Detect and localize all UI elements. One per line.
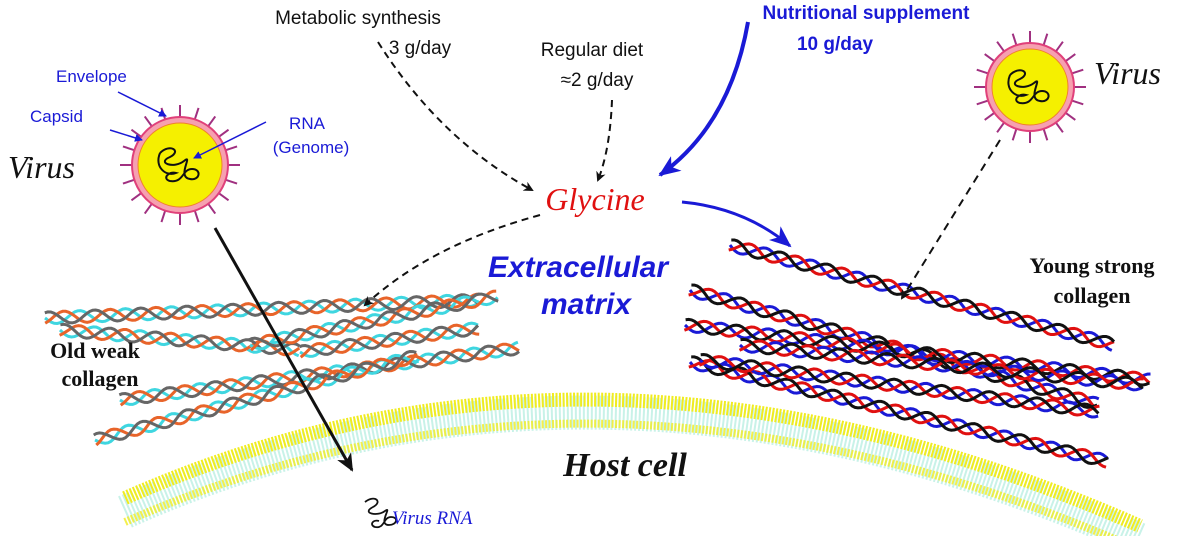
young-strong-collagen-fibers (683, 238, 1151, 469)
spike (122, 178, 135, 185)
old-weak-collagen-fibers (44, 289, 520, 447)
collagen-strand (119, 340, 519, 406)
supplement-amount-label: 10 g/day (797, 34, 873, 55)
spike (225, 145, 238, 152)
virus-left-particle (120, 105, 240, 225)
spike (1055, 122, 1064, 133)
collagen-strand (94, 353, 419, 445)
supplement-arrow (658, 21, 750, 177)
envelope-label: Envelope (56, 67, 127, 86)
collagen-strand (119, 342, 520, 407)
spike (976, 68, 989, 75)
collagen-strand (738, 339, 1144, 390)
host-cell-label: Host cell (562, 447, 687, 484)
metabolic-amount-label: 3 g/day (389, 38, 452, 59)
spike (218, 192, 230, 202)
host-cell-membrane (118, 392, 1147, 536)
spike (1011, 128, 1018, 141)
virus-to-young-arrow (900, 139, 1001, 300)
spike (1055, 41, 1064, 52)
diet-arrow (596, 99, 613, 182)
virus-entry-arrow (213, 227, 354, 472)
spike (160, 210, 167, 223)
metabolic-synthesis-label: Metabolic synthesis (275, 8, 441, 29)
virus-left-label: Virus (8, 149, 75, 185)
virus-right-particle (974, 31, 1086, 143)
capsid-layer (991, 48, 1069, 126)
virus-rna-squiggle-icon (364, 497, 397, 529)
glycine-to-young-arrow (681, 200, 792, 248)
collagen-strand (740, 337, 1144, 390)
ecm-label-line1: Extracellular (488, 251, 670, 284)
rna-label-line2: (Genome) (273, 138, 350, 157)
virus-right-label: Virus (1094, 55, 1161, 91)
collagen-strand (299, 321, 479, 358)
spike (976, 99, 989, 106)
regular-diet-amount-label: ≈2 g/day (561, 70, 634, 91)
spike (1042, 33, 1049, 46)
ecm-label-line2: matrix (541, 288, 632, 321)
collagen-strand (728, 242, 1115, 349)
spike (1065, 53, 1076, 62)
spike (218, 128, 230, 138)
collagen-strand (248, 292, 499, 348)
spike (193, 107, 200, 120)
spike (207, 115, 217, 127)
young-collagen-label-line1: Young strong (1030, 253, 1155, 278)
capsid-pointer (109, 129, 143, 142)
metabolic-arrow (377, 41, 534, 191)
rna-genome-icon (157, 147, 200, 183)
collagen-strand (95, 352, 418, 447)
rna-pointer (193, 121, 267, 159)
spike (984, 112, 995, 121)
old-collagen-label-line1: Old weak (50, 338, 141, 363)
collagen-strand (731, 238, 1116, 345)
rna-label-line1: RNA (289, 114, 326, 133)
collagen-strand (700, 352, 1100, 415)
glycine-to-old-arrow (363, 214, 541, 307)
spike (225, 178, 238, 185)
rna-genome-icon (1007, 69, 1050, 105)
collagen-strand (688, 287, 1098, 410)
collagen-strand (691, 355, 1109, 466)
spike (1042, 128, 1049, 141)
regular-diet-label: Regular diet (541, 40, 644, 61)
collagen-strand (298, 324, 480, 356)
capsid-label: Capsid (30, 107, 83, 126)
old-collagen-label-line2: collagen (62, 366, 139, 391)
spike (1011, 33, 1018, 46)
spike (984, 53, 995, 62)
collagen-strand (688, 361, 1109, 462)
spike (207, 203, 217, 215)
spike (996, 41, 1005, 52)
spike (130, 192, 142, 202)
young-collagen-label-line2: collagen (1054, 283, 1131, 308)
spike (1065, 112, 1076, 121)
envelope-pointer (117, 91, 167, 117)
capsid-layer (137, 122, 223, 208)
spike (1071, 68, 1084, 75)
virus-rna-label: Virus RNA (392, 508, 473, 529)
spike (996, 122, 1005, 133)
collagen-strand (92, 349, 417, 441)
spike (122, 145, 135, 152)
glycine-label: Glycine (545, 181, 645, 217)
spike (143, 203, 153, 215)
spike (1071, 99, 1084, 106)
spike (193, 210, 200, 223)
collagen-strand (728, 244, 1113, 352)
spike (143, 115, 153, 127)
nutritional-supplement-label: Nutritional supplement (763, 3, 971, 24)
spike (130, 128, 142, 138)
collagen-strand (698, 355, 1100, 417)
